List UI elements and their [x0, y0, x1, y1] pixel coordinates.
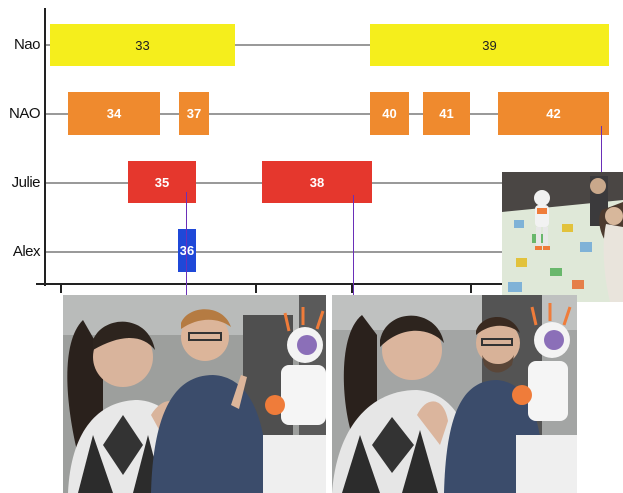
timeline-vertical-axis [44, 8, 46, 286]
axis-tick [351, 283, 353, 293]
robot-table-illustration [502, 172, 623, 302]
connector-line-35 [186, 192, 187, 296]
snapshot-photo-robot-table [502, 172, 623, 302]
event-bar-34: 34 [68, 92, 160, 135]
row-label-nao-robot: NAO [8, 105, 41, 122]
axis-tick [255, 283, 257, 293]
timeline-horizontal-axis [36, 283, 611, 285]
event-bar-39: 39 [370, 24, 609, 66]
event-bar-42: 42 [498, 92, 609, 135]
lane-line-nao-robot [44, 113, 609, 115]
right-snapshot-illustration [332, 295, 577, 493]
axis-tick [470, 283, 472, 293]
event-bar-33: 33 [50, 24, 235, 66]
connector-line-38 [353, 195, 354, 296]
lane-line-nao [44, 44, 609, 46]
row-label-julie: Julie [11, 174, 41, 191]
event-bar-40: 40 [370, 92, 409, 135]
row-label-alex: Alex [12, 243, 41, 260]
snapshot-photo-right [332, 295, 577, 493]
axis-tick [60, 283, 62, 293]
lane-line-alex [44, 251, 609, 253]
event-bar-35: 35 [128, 161, 196, 203]
connector-line-42 [601, 126, 602, 174]
left-snapshot-illustration [63, 295, 326, 493]
row-label-nao: Nao [13, 36, 41, 53]
event-bar-41: 41 [423, 92, 470, 135]
snapshot-photo-left [63, 295, 326, 493]
event-bar-38: 38 [262, 161, 372, 203]
event-bar-36: 36 [178, 229, 196, 272]
event-bar-37: 37 [179, 92, 209, 135]
